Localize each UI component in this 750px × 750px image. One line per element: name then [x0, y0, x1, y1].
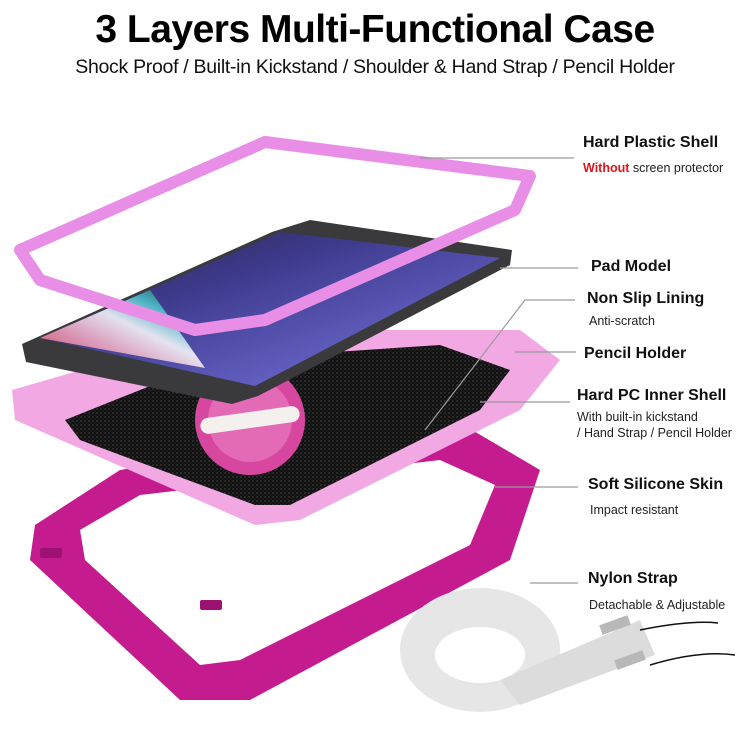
hard-plastic-shell — [14, 136, 536, 336]
callout-hard-pc-inner-shell-note-2: / Hand Strap / Pencil Holder — [577, 426, 732, 440]
without-highlight: Without — [583, 161, 630, 175]
callout-nylon-strap-note: Detachable & Adjustable — [589, 598, 726, 612]
callout-hard-pc-inner-shell: Hard PC Inner Shell — [577, 387, 727, 404]
callout-hard-pc-inner-shell-note-1: With built-in kickstand — [577, 410, 698, 424]
nylon-strap — [400, 588, 736, 712]
callout-pad-model: Pad Model — [591, 258, 672, 275]
callout-soft-silicone-skin-note: Impact resistant — [590, 503, 679, 517]
callout-leader-lines — [420, 157, 578, 584]
silicone-skin-frame — [30, 420, 540, 700]
callout-hard-plastic-shell-note: Without screen protector — [583, 161, 724, 175]
page-subtitle: Shock Proof / Built-in Kickstand / Shoul… — [75, 56, 675, 78]
callout-pencil-holder: Pencil Holder — [584, 345, 687, 362]
callout-soft-silicone-skin: Soft Silicone Skin — [588, 476, 724, 493]
page-title: 3 Layers Multi-Functional Case — [95, 8, 655, 51]
callout-nylon-strap: Nylon Strap — [588, 570, 678, 587]
callout-non-slip-lining-note: Anti-scratch — [589, 314, 655, 328]
callout-hard-plastic-shell: Hard Plastic Shell — [583, 134, 719, 151]
callout-non-slip-lining: Non Slip Lining — [587, 290, 705, 307]
